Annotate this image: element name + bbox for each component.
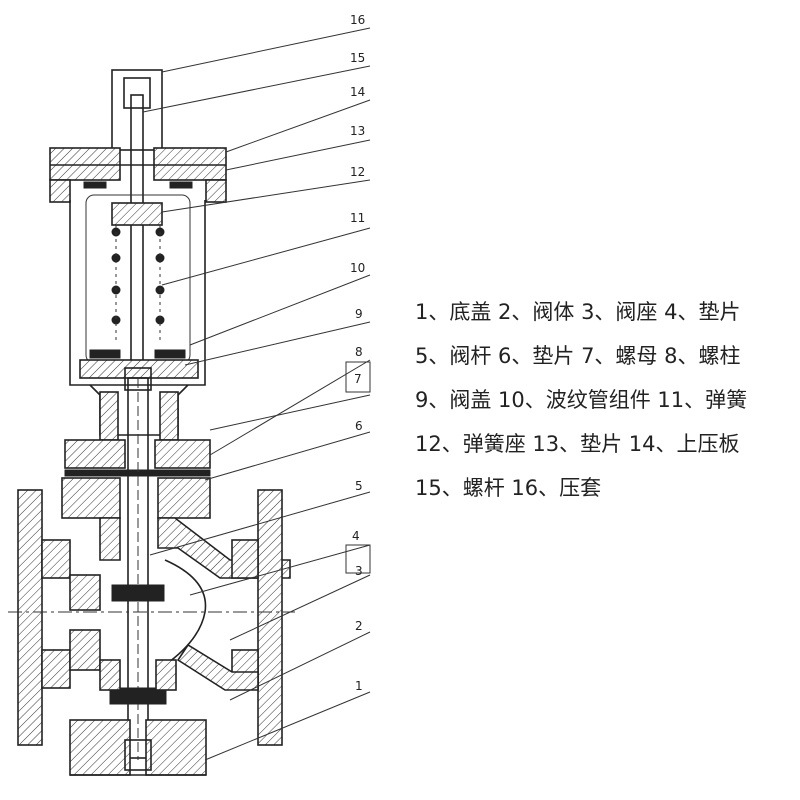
upper-pressure-plate: [49, 147, 227, 203]
bellows-housing: [69, 194, 206, 386]
legend-row-4: 12、弹簧座 13、垫片 14、上压板: [415, 432, 740, 456]
parts-legend: 1、底盖 2、阀体 3、阀座 4、垫片 5、阀杆 6、垫片 7、螺母 8、螺柱 …: [415, 290, 800, 510]
callout-6: 6: [355, 419, 363, 433]
callout-2: 2: [355, 619, 363, 633]
callout-14: 14: [350, 85, 365, 99]
bonnet: [64, 367, 211, 477]
callout-13: 13: [350, 124, 365, 138]
valve-body: [8, 477, 295, 746]
callout-10: 10: [350, 261, 365, 275]
callout-9: 9: [355, 307, 363, 321]
callout-15: 15: [350, 51, 365, 65]
bottom-cover: [69, 719, 207, 776]
callout-7: 7: [354, 372, 362, 386]
legend-row-1: 1、底盖 2、阀体 3、阀座 4、垫片: [415, 300, 741, 324]
legend-row-2: 5、阀杆 6、垫片 7、螺母 8、螺柱: [415, 344, 741, 368]
callout-12: 12: [350, 165, 365, 179]
legend-row-3: 9、阀盖 10、波纹管组件 11、弹簧: [415, 388, 748, 412]
callout-4: 4: [352, 529, 360, 543]
callout-16: 16: [350, 13, 365, 27]
callout-5: 5: [355, 479, 363, 493]
callout-3: 3: [355, 564, 363, 578]
callout-1: 1: [355, 679, 363, 693]
legend-row-5: 15、螺杆 16、压套: [415, 476, 602, 500]
spring-coils: [111, 225, 165, 340]
press-sleeve: [111, 69, 163, 151]
screw-rod: [130, 94, 144, 376]
callout-leaders: [142, 27, 371, 761]
callout-numbers: 1 2 3 4 5 6 7 8 9 10 11 12 13 14 15 16: [350, 13, 365, 693]
callout-11: 11: [350, 211, 365, 225]
callout-8: 8: [355, 345, 363, 359]
